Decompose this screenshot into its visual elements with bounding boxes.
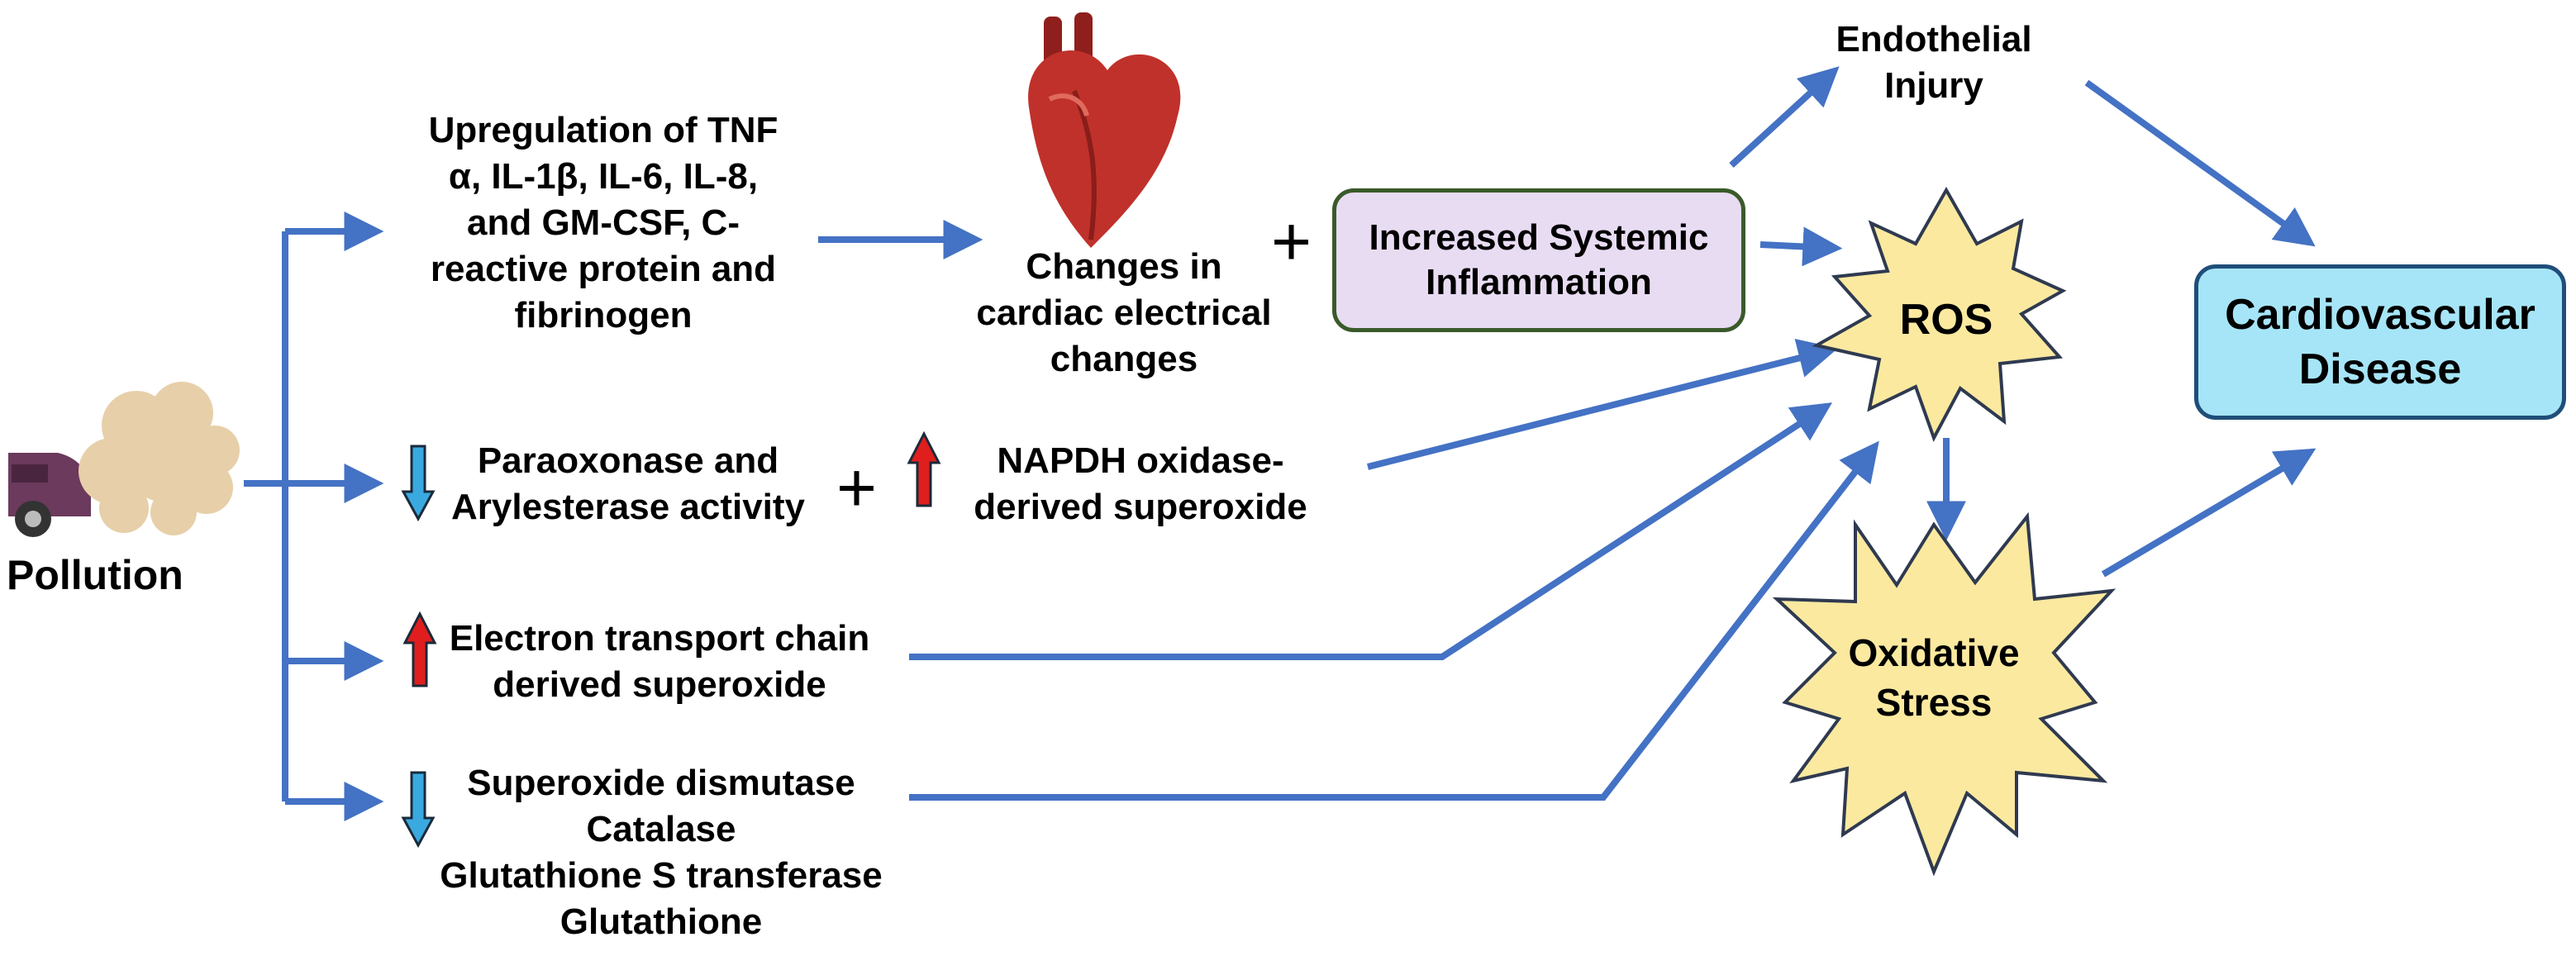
up-arrow-icon	[907, 430, 941, 507]
pollution-label: Pollution	[7, 552, 183, 598]
arrow-napdh-to-ros	[1367, 338, 1838, 470]
arrow-etc-to-ros	[909, 402, 1833, 660]
oxidative-starburst	[1772, 511, 2117, 877]
plus-sign: +	[836, 449, 878, 526]
cardiovascular-disease-box: Cardiovascular Disease	[2194, 264, 2566, 420]
ros-label: ROS	[1899, 296, 1993, 344]
car-icon	[8, 453, 96, 537]
down-arrow-icon	[401, 445, 436, 522]
arrow-inflammation-to-endothelial	[1729, 66, 1840, 168]
antioxidants-text: Superoxide dismutase Catalase Glutathion…	[440, 763, 883, 942]
oxidative-stress-label: Oxidative Stress	[1848, 631, 2020, 724]
cytokines-text: Upregulation of TNF α, IL-1β, IL-6, IL-8…	[428, 110, 779, 335]
cardiac-changes-text: Changes in cardiac electrical changes	[976, 246, 1272, 379]
up-arrow-icon	[402, 611, 437, 687]
ros-starburst	[1812, 186, 2067, 442]
inflammation-box: Increased Systemic Inflammation	[1332, 188, 1745, 332]
endothelial-injury-text: Endothelial Injury	[1836, 19, 2032, 106]
arrow-antioxidants-to-ros	[909, 440, 1879, 801]
down-arrow-icon	[401, 771, 436, 849]
smoke-cloud-icon	[79, 382, 240, 535]
arrow-inflammation-to-ros	[1759, 226, 1843, 267]
arrow-oxidative-to-cvd	[2101, 448, 2316, 578]
plus-sign: +	[1271, 202, 1312, 280]
napdh-text: NAPDH oxidase- derived superoxide	[974, 440, 1307, 527]
paraoxonase-text: Paraoxonase and Arylesterase activity	[450, 440, 806, 527]
heart-icon	[1028, 12, 1181, 249]
arrow-endothelial-to-cvd	[2084, 79, 2316, 247]
electron-transport-text: Electron transport chain derived superox…	[449, 618, 870, 705]
